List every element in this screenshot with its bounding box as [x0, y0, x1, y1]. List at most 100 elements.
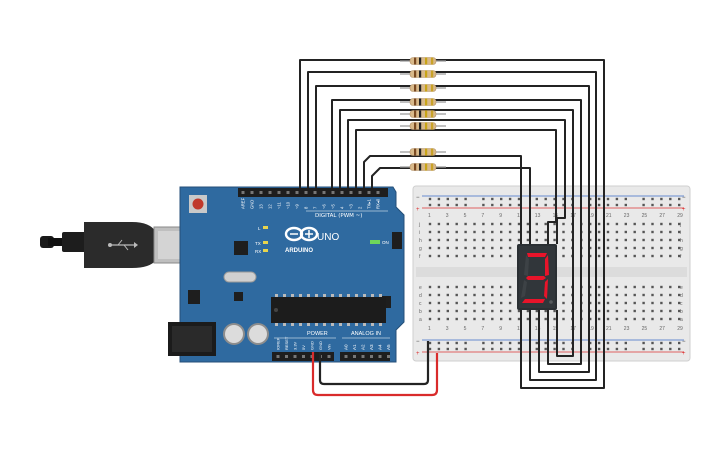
header-pin[interactable] [241, 191, 245, 194]
power-led-label: ON [382, 240, 389, 245]
wire-display-pin-d[interactable] [307, 71, 597, 381]
resistor[interactable] [400, 84, 446, 92]
resistor[interactable] [400, 122, 446, 130]
wire-display-pin-dp[interactable] [339, 109, 574, 357]
reset-button-cap[interactable] [192, 198, 204, 210]
analog-pin[interactable] [378, 355, 382, 358]
row-label: a [680, 317, 683, 323]
column-label: 27 [659, 213, 665, 219]
column-label: 25 [642, 213, 648, 219]
column-label: 5 [464, 213, 467, 219]
wire-display-pin-com[interactable] [315, 85, 590, 373]
rail-plus-bottom: + [416, 351, 420, 357]
analog-pin[interactable] [370, 355, 373, 358]
header-pin[interactable] [376, 191, 380, 194]
digital-header-holes[interactable] [241, 191, 380, 194]
wire-display-pin-a[interactable] [355, 129, 557, 244]
resistor[interactable] [400, 148, 446, 156]
capacitor-1 [223, 323, 245, 345]
header-pin[interactable] [322, 191, 326, 194]
analog-pin[interactable] [361, 355, 365, 358]
row-label: a [419, 317, 422, 323]
5v-wire[interactable] [311, 352, 439, 397]
column-label: 13 [535, 326, 541, 332]
wire-display-pin-b[interactable] [347, 119, 566, 244]
segment-f [524, 255, 529, 276]
power-jack[interactable] [168, 322, 216, 356]
header-pin[interactable] [313, 191, 317, 194]
resistor[interactable] [400, 57, 446, 65]
analog-pin-label: A4 [378, 344, 383, 350]
header-pin[interactable] [268, 191, 272, 194]
power-pin[interactable] [302, 355, 305, 358]
row-label: b [680, 309, 683, 315]
analog-header [340, 352, 390, 361]
resistor[interactable] [400, 110, 446, 118]
column-label: 27 [659, 326, 665, 332]
row-label: g [419, 246, 422, 252]
column-label: 9 [499, 326, 502, 332]
header-pin[interactable] [250, 191, 254, 194]
digital-pin-label: ~5 [331, 204, 336, 209]
capacitor-2 [247, 323, 269, 345]
analog-pin-label: A2 [361, 344, 366, 350]
header-pin[interactable] [340, 191, 344, 194]
digital-pin-label: TX▸1 [367, 199, 372, 209]
power-pin-label: 3.3V [293, 341, 298, 350]
header-pin[interactable] [358, 191, 362, 194]
header-pin[interactable] [277, 191, 281, 194]
usb-controller-chip [234, 241, 248, 255]
analog-pin[interactable] [344, 355, 348, 358]
seven-segment-display[interactable] [517, 244, 557, 310]
header-pin[interactable] [331, 191, 335, 194]
digital-header-label: DIGITAL (PWM ~) [315, 213, 362, 219]
row-label: j [418, 222, 420, 228]
power-pin[interactable] [276, 355, 280, 358]
resistor[interactable] [400, 98, 446, 106]
usb-cable[interactable] [40, 222, 185, 268]
arduino-logo-icon [284, 226, 319, 242]
column-label: 3 [446, 213, 449, 219]
header-pin[interactable] [295, 191, 299, 194]
power-led [370, 240, 380, 244]
column-label: 23 [624, 326, 630, 332]
power-pin[interactable] [293, 355, 297, 358]
power-pin[interactable] [327, 355, 331, 358]
header-pin[interactable] [349, 191, 353, 194]
usb-icon [108, 239, 138, 251]
header-pin[interactable] [286, 191, 290, 194]
row-label: i [680, 230, 681, 236]
row-label: h [419, 238, 422, 244]
analog-pin[interactable] [353, 355, 356, 358]
bottom-header-holes[interactable] [276, 355, 391, 358]
rail-minus-top: − [416, 195, 420, 201]
column-label: 9 [499, 213, 502, 219]
led-rx [263, 249, 268, 252]
header-pin[interactable] [304, 191, 308, 194]
analog-pin-label: A1 [352, 344, 357, 350]
digital-pin-label: ~11 [277, 202, 282, 209]
header-pin[interactable] [367, 191, 371, 194]
analog-pin[interactable] [387, 355, 390, 358]
power-pin[interactable] [285, 355, 288, 358]
power-pin-label: 5V [301, 345, 306, 350]
row-label: j [679, 222, 681, 228]
row-label: e [419, 285, 422, 291]
resistor[interactable] [400, 163, 446, 171]
column-label: 1 [428, 213, 431, 219]
resistor[interactable] [400, 70, 446, 78]
wires[interactable] [299, 59, 605, 397]
column-label: 23 [624, 213, 630, 219]
board-model: UNO [317, 232, 339, 243]
wire-display-pin-e[interactable] [299, 59, 605, 389]
header-pin[interactable] [259, 191, 263, 194]
wire-display-pin-g[interactable] [363, 155, 522, 244]
wire-display-pin-c[interactable] [331, 99, 582, 365]
digital-header [238, 188, 388, 197]
gnd-wire[interactable] [318, 341, 430, 386]
resistors[interactable] [400, 57, 446, 171]
wire-display-pin-f[interactable] [371, 167, 531, 244]
analog-header-label: ANALOG IN [351, 331, 381, 337]
